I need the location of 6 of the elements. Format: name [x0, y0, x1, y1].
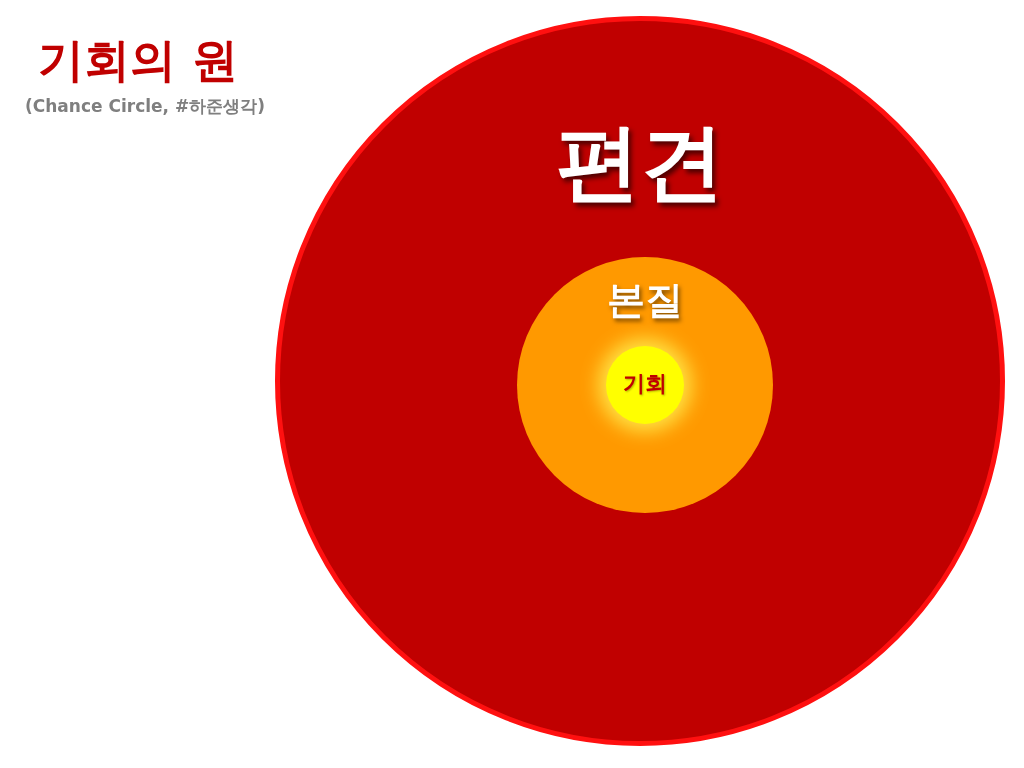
inner-circle — [606, 346, 684, 424]
circle-label: 기회 — [623, 370, 667, 398]
title: 기회의 원 — [38, 32, 238, 89]
circle-label: 본질 — [607, 277, 683, 324]
caption: (Chance Circle, #하준생각) — [25, 95, 265, 118]
circle-label: 편견 — [556, 112, 724, 213]
